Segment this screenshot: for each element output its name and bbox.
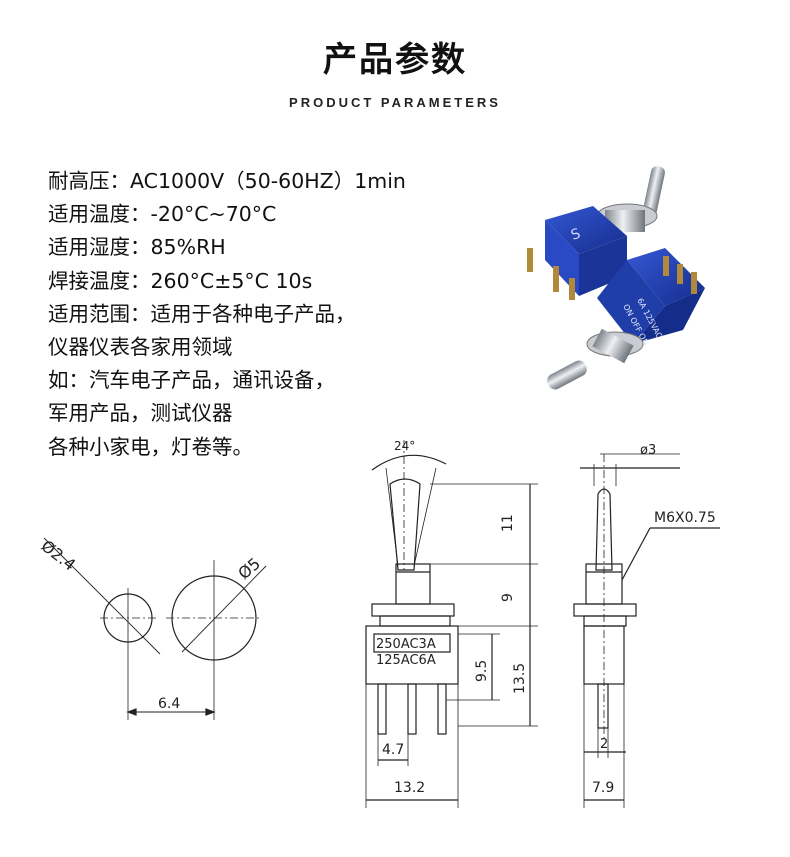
- switch-b: ON OFF ON 6A 125VAC: [547, 248, 705, 390]
- hole-small-label: Ø2.4: [38, 536, 80, 574]
- spec-application: 适用范围：适用于各种电子产品，: [48, 301, 356, 326]
- page-subtitle: PRODUCT PARAMETERS: [289, 95, 501, 110]
- spec-soldering: 焊接温度：260°C±5°C 10s: [48, 268, 313, 293]
- lever-angle-label: 24°: [394, 439, 415, 453]
- spec-humidity: 适用湿度：85%RH: [48, 235, 226, 260]
- thread-label: M6X0.75: [654, 510, 716, 526]
- lever-dia-label: ø3: [640, 443, 656, 458]
- panel-holes-view: Ø2.4 Ø5 6.4: [38, 536, 267, 720]
- spec-list: 耐高压：AC1000V（50-60HZ）1min 适用温度：-20°C~70°C…: [48, 165, 488, 464]
- spec-examples-3: 各种小家电，灯卷等。: [48, 434, 253, 459]
- switch-a: S: [527, 166, 665, 300]
- side-view: ø3 M6X0.75 2 7.9: [573, 443, 720, 808]
- spec-temperature: 适用温度：-20°C~70°C: [48, 202, 277, 227]
- page-title: 产品参数: [323, 40, 467, 80]
- spec-examples-2: 军用产品，测试仪器: [48, 401, 233, 426]
- product-photo: S ON OFF ON 6A 125VAC: [527, 166, 705, 390]
- technical-drawing: Ø2.4 Ø5 6.4 250AC3A 125AC6A 11 9 9.5 13.…: [38, 439, 720, 808]
- pin-height-label: 9.5: [474, 660, 490, 682]
- spec-voltage: 耐高压：AC1000V（50-60HZ）1min: [48, 169, 406, 193]
- bushing-height-label: 9: [500, 593, 516, 602]
- lever-height-label: 11: [500, 514, 516, 532]
- front-view: 250AC3A 125AC6A 11 9 9.5 13.5 24° 4.7 13…: [365, 439, 538, 808]
- side-width-label: 7.9: [592, 780, 614, 796]
- body-height-label: 13.5: [512, 663, 528, 694]
- body-width-label: 13.2: [394, 780, 425, 796]
- spec-application-2: 仪器仪表各家用领域: [48, 335, 233, 360]
- hole-spacing-label: 6.4: [158, 696, 180, 712]
- rating-line-2: 125AC6A: [376, 653, 436, 668]
- spec-examples: 如：汽车电子产品，通讯设备，: [48, 368, 335, 393]
- pin-width-label: 2: [600, 737, 608, 752]
- rating-line-1: 250AC3A: [376, 637, 436, 652]
- pin-pitch-label: 4.7: [382, 742, 404, 758]
- hole-large-label: Ø5: [234, 554, 264, 583]
